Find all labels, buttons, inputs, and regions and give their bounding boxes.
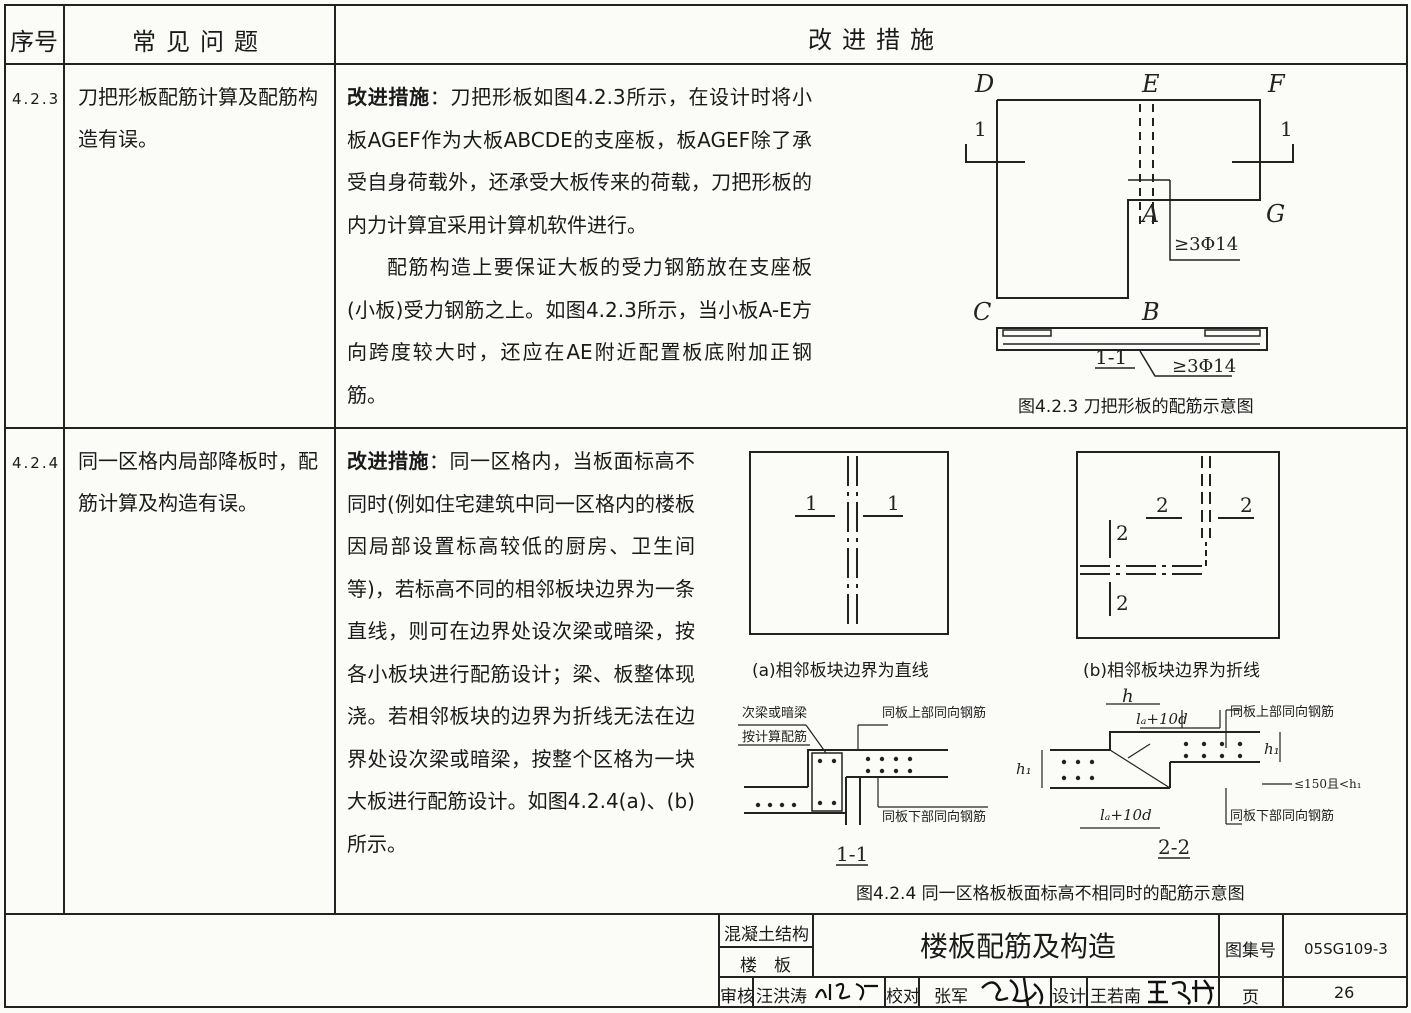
- tb-h1: [718, 946, 812, 948]
- tb-title: 楼板配筋及构造: [920, 930, 1117, 963]
- rebar-top: ≥3Φ14: [1174, 234, 1238, 255]
- tb-sep-a: [752, 976, 754, 1006]
- section-mark-left: 1: [974, 117, 987, 141]
- rebar-bottom: ≥3Φ14: [1172, 356, 1236, 377]
- tb-v4: [1282, 913, 1284, 1007]
- sec2-h1-right: h₁: [1264, 740, 1280, 758]
- mark-a-right: 1: [887, 491, 900, 515]
- sec2-h1-left: h₁: [1016, 760, 1032, 778]
- tb-designer: 王若南: [1090, 987, 1141, 1007]
- caption-424b: (b)相邻板块边界为折线: [1083, 661, 1261, 681]
- tb-reviewer: 汪洪涛: [756, 987, 807, 1007]
- sec1-top-label: 同板上部同向钢筋: [882, 705, 986, 721]
- figure-424b: 2 2 2 2: [1076, 451, 1280, 639]
- header-problem: 常见问题: [132, 28, 268, 56]
- sec1-bottom-label: 同板下部同向钢筋: [882, 809, 986, 825]
- tb-atlas-label: 图集号: [1225, 941, 1276, 961]
- sec2-title: 2-2: [1158, 835, 1190, 859]
- tb-sep-d: [1050, 976, 1052, 1006]
- measure-text2-423: 配筋构造上要保证大板的受力钢筋放在支座板(小板)受力钢筋之上。如图4.2.3所示…: [347, 255, 812, 407]
- measure-text-424: ：同一区格内，当板面标高不同时(例如住宅建筑中同一区格内的楼板因局部设置标高较低…: [347, 449, 695, 856]
- tb-sep-b: [884, 976, 886, 1006]
- figure-424a: 1 1: [749, 451, 949, 635]
- label-F: F: [1267, 70, 1286, 98]
- slab-outline: [996, 99, 1261, 299]
- measure-label-423: 改进措施: [347, 85, 430, 109]
- sec2-la-bottom: lₐ+10d: [1100, 806, 1152, 824]
- row-problem-424: 同一区格内局部降板时，配筋计算及构造有误。: [78, 449, 318, 515]
- section-title-11: 1-1: [1095, 345, 1127, 369]
- sec1-calc-label: 按计算配筋: [742, 729, 807, 745]
- sec1-title: 1-1: [836, 842, 868, 866]
- row-measure2-423: 配筋构造上要保证大板的受力钢筋放在支座板(小板)受力钢筋之上。如图4.2.3所示…: [347, 246, 812, 416]
- sec1-beam-label: 次梁或暗梁: [742, 705, 807, 721]
- frame-top: [4, 4, 1407, 6]
- frame-right: [1406, 4, 1408, 1007]
- frame-left: [4, 4, 6, 1007]
- label-D: D: [974, 70, 994, 98]
- mark-a-left: 1: [805, 491, 818, 515]
- header-bottom-line: [4, 63, 1407, 65]
- row-index-424: 4.2.4: [12, 454, 61, 472]
- signature-reviewer: [814, 982, 878, 1001]
- caption-423: 图4.2.3 刀把形板的配筋示意图: [1018, 397, 1254, 417]
- signature-designer: [1148, 979, 1214, 1005]
- tb-check-label: 校对: [886, 987, 920, 1007]
- sec2-bottom-label: 同板下部同向钢筋: [1230, 808, 1334, 824]
- tb-h2: [718, 976, 1406, 978]
- tb-sep-e: [1086, 976, 1088, 1006]
- tb-review-label: 审核: [720, 987, 754, 1007]
- tb-sep-c: [918, 976, 920, 1006]
- tb-page-label: 页: [1242, 988, 1259, 1008]
- measure-text-423: ：刀把形板如图4.2.3所示，在设计时将小板AGEF作为大板ABCDE的支座板，…: [347, 85, 813, 237]
- sec2-h: h: [1122, 688, 1134, 707]
- tb-design-label: 设计: [1052, 987, 1086, 1007]
- mark-b-2: 2: [1240, 493, 1253, 517]
- label-A: A: [1140, 200, 1159, 228]
- tb-category2: 楼 板: [740, 956, 791, 976]
- label-E: E: [1141, 70, 1160, 98]
- figure-423: D E F A G C B 1 1 ≥3Φ14 ≥3Φ14 1-1: [965, 70, 1294, 377]
- sec2-limit: ≤150且<h₁: [1294, 777, 1362, 791]
- tb-category1: 混凝土结构: [724, 925, 809, 945]
- row-index-423: 4.2.3: [12, 90, 61, 108]
- caption-424: 图4.2.4 同一区格板板面标高不相同时的配筋示意图: [856, 884, 1245, 904]
- measure-label-424: 改进措施: [347, 449, 429, 473]
- row-problem-423: 刀把形板配筋计算及配筋构造有误。: [78, 85, 318, 151]
- row-measure-424: 改进措施：同一区格内，当板面标高不同时(例如住宅建筑中同一区格内的楼板因局部设置…: [347, 440, 695, 865]
- row-divider: [4, 427, 1407, 429]
- section-2-2: h lₐ+10d lₐ+10d h₁ h₁ ≤150且<h₁ 同板上部同向钢筋 …: [1016, 688, 1362, 859]
- caption-424a: (a)相邻板块边界为直线: [752, 661, 929, 681]
- header-measures: 改进措施: [808, 26, 944, 54]
- header-index: 序号: [10, 28, 58, 56]
- mark-b-4: 2: [1116, 591, 1129, 615]
- mark-b-3: 2: [1116, 521, 1129, 545]
- frame-bottom: [4, 1006, 1407, 1008]
- tb-atlas-no: 05SG109-3: [1304, 940, 1388, 958]
- tb-page-no: 26: [1334, 983, 1355, 1002]
- tb-v2: [812, 913, 814, 977]
- row-measure-423: 改进措施：刀把形板如图4.2.3所示，在设计时将小板AGEF作为大板ABCDE的…: [347, 76, 812, 246]
- col-divider-2: [334, 4, 336, 914]
- label-B: B: [1141, 298, 1160, 326]
- sec2-top-label: 同板上部同向钢筋: [1230, 704, 1334, 720]
- label-G: G: [1266, 200, 1285, 228]
- col-divider-1: [63, 4, 65, 914]
- tb-v3: [1218, 913, 1220, 1007]
- label-C: C: [973, 298, 991, 326]
- sec2-la-top: lₐ+10d: [1136, 710, 1188, 728]
- section-mark-right: 1: [1280, 117, 1293, 141]
- signature-checker: [981, 977, 1044, 1007]
- tb-v1: [718, 913, 720, 1007]
- tb-checker: 张军: [934, 987, 968, 1007]
- mark-b-1: 2: [1156, 493, 1169, 517]
- body-bottom-line: [4, 913, 1407, 915]
- section-1-1: 次梁或暗梁 按计算配筋 同板上部同向钢筋 同板下部同向钢筋 1-1: [738, 705, 988, 866]
